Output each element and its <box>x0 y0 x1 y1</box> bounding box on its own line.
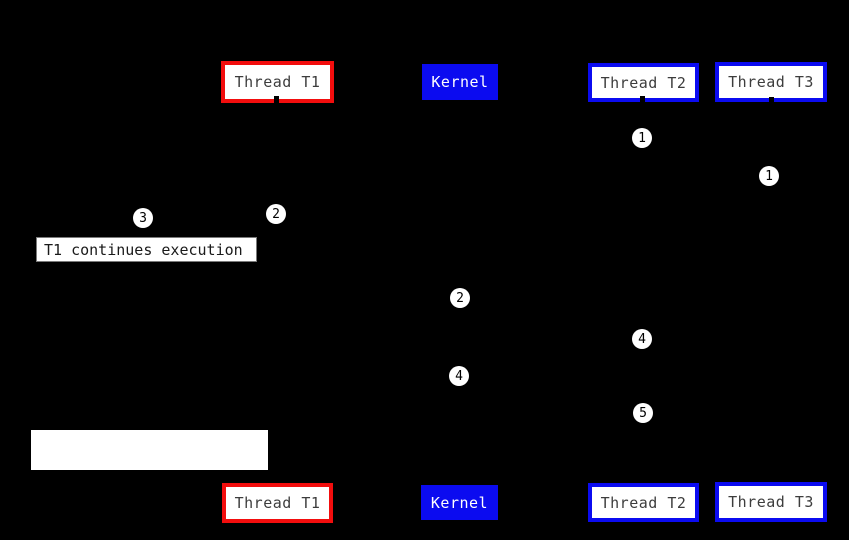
lifeline-stub <box>769 478 775 484</box>
step-marker-3-thread-t1: 3 <box>133 208 153 228</box>
step-marker-2-kernel: 2 <box>450 288 470 308</box>
lifeline-header-thread-t2-bottom: Thread T2 <box>588 483 699 522</box>
step-marker-1-thread-t2: 1 <box>632 128 652 148</box>
lifeline-stub <box>278 478 283 484</box>
lifeline-stub <box>640 96 645 102</box>
step-marker-2-thread-t1: 2 <box>266 204 286 224</box>
step-marker-4-kernel: 4 <box>449 366 469 386</box>
step-marker-5-thread-t2: 5 <box>633 403 653 423</box>
step-marker-1-thread-t3: 1 <box>759 166 779 186</box>
lifeline-stub <box>632 479 637 486</box>
lifeline-stub <box>649 479 656 486</box>
lifeline-header-kernel-top: Kernel <box>422 64 498 100</box>
note-t1-continues-execution: T1 continues execution <box>36 237 257 262</box>
step-marker-4-thread-t2: 4 <box>632 329 652 349</box>
blank-note-box <box>31 430 268 470</box>
lifeline-header-kernel-bottom: Kernel <box>421 485 498 520</box>
lifeline-header-thread-t1-bottom: Thread T1 <box>222 483 333 523</box>
lifeline-stub <box>274 96 279 103</box>
lifeline-header-thread-t3-top: Thread T3 <box>715 62 827 102</box>
lifeline-stub <box>769 97 774 103</box>
lifeline-header-thread-t3-bottom: Thread T3 <box>715 482 827 522</box>
